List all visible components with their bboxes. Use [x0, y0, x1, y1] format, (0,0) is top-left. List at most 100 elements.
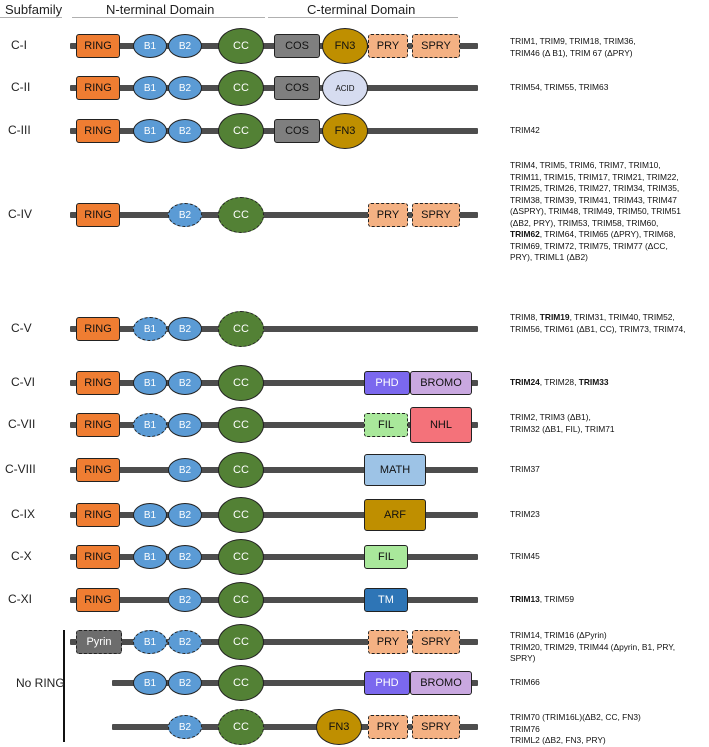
trim-members: TRIM24, TRIM28, TRIM33 — [510, 377, 609, 387]
domain-b1-box: B1 — [133, 503, 167, 527]
subfamily-label: C-IV — [8, 207, 32, 221]
subfamily-label: C-V — [11, 321, 32, 335]
trim-members: TRIM70 (TRIM16L)(ΔB2, CC, FN3) TRIM76 TR… — [510, 712, 641, 745]
no-ring-label: No RING — [16, 676, 65, 690]
domain-cos: COS — [274, 34, 320, 58]
domain-coiled-coil: CC — [218, 497, 264, 533]
domain-ring: RING — [76, 119, 120, 143]
subfamily-label: C-III — [8, 123, 31, 137]
domain-tm: TM — [364, 588, 408, 612]
trim-members: TRIM37 — [510, 464, 540, 474]
trim-members: TRIM13, TRIM59 — [510, 594, 575, 604]
subfamily-label: C-X — [11, 549, 32, 563]
domain-b2-box: B2 — [168, 458, 202, 482]
header-underline-subfamily — [0, 17, 62, 18]
domain-b1-box: B1 — [133, 76, 167, 100]
domain-ring: RING — [76, 317, 120, 341]
domain-pyrin: Pyrin — [76, 630, 122, 654]
domain-b2-box: B2 — [168, 503, 202, 527]
domain-pry: PRY — [368, 203, 408, 227]
domain-b1-box: B1 — [133, 630, 167, 654]
trim-members: TRIM4, TRIM5, TRIM6, TRIM7, TRIM10, TRIM… — [510, 160, 681, 262]
domain-nhl: NHL — [410, 407, 472, 443]
domain-fn3: FN3 — [316, 709, 362, 745]
trim-members: TRIM42 — [510, 125, 540, 135]
domain-spry: SPRY — [412, 203, 460, 227]
domain-phd: PHD — [364, 371, 410, 395]
domain-coiled-coil: CC — [218, 539, 264, 575]
domain-coiled-coil: CC — [218, 70, 264, 106]
domain-b2-box: B2 — [168, 34, 202, 58]
domain-pry: PRY — [368, 630, 408, 654]
domain-phd: PHD — [364, 671, 410, 695]
domain-fil: FIL — [364, 545, 408, 569]
domain-coiled-coil: CC — [218, 624, 264, 660]
subfamily-label: C-IX — [11, 507, 35, 521]
domain-b2-box: B2 — [168, 203, 202, 227]
domain-pry: PRY — [368, 715, 408, 739]
trim-members: TRIM54, TRIM55, TRIM63 — [510, 82, 609, 92]
domain-coiled-coil: CC — [218, 113, 264, 149]
protein-backbone — [70, 597, 478, 603]
domain-ring: RING — [76, 34, 120, 58]
domain-b1-box: B1 — [133, 371, 167, 395]
subfamily-label: C-VIII — [5, 462, 36, 476]
trim-members: TRIM23 — [510, 509, 540, 519]
domain-ring: RING — [76, 458, 120, 482]
domain-pry: PRY — [368, 34, 408, 58]
domain-spry: SPRY — [412, 630, 460, 654]
domain-ring: RING — [76, 371, 120, 395]
domain-b2-box: B2 — [168, 371, 202, 395]
domain-cos: COS — [274, 119, 320, 143]
no-ring-bracket-line — [63, 630, 65, 742]
protein-backbone — [112, 680, 478, 686]
subfamily-label: C-VI — [11, 375, 35, 389]
domain-b2-box: B2 — [168, 317, 202, 341]
domain-b1-box: B1 — [133, 119, 167, 143]
trim-members: TRIM1, TRIM9, TRIM18, TRIM36, TRIM46 (Δ … — [510, 36, 636, 58]
domain-coiled-coil: CC — [218, 365, 264, 401]
domain-b1-box: B1 — [133, 671, 167, 695]
domain-fn3: FN3 — [322, 113, 368, 149]
protein-backbone — [70, 512, 478, 518]
domain-fn3: FN3 — [322, 28, 368, 64]
subfamily-label: C-XI — [8, 592, 32, 606]
domain-b1-box: B1 — [133, 317, 167, 341]
subfamily-label: C-I — [11, 38, 27, 52]
domain-coiled-coil: CC — [218, 197, 264, 233]
protein-backbone — [70, 554, 478, 560]
trim-members: TRIM8, TRIM19, TRIM31, TRIM40, TRIM52, T… — [510, 312, 686, 334]
protein-backbone — [70, 326, 478, 332]
protein-backbone — [70, 639, 478, 645]
domain-ring: RING — [76, 76, 120, 100]
subfamily-label: C-VII — [8, 417, 36, 431]
header-subfamily: Subfamily — [5, 2, 63, 17]
header-underline-n-terminal — [72, 17, 265, 18]
protein-backbone — [70, 380, 478, 386]
domain-b1-box: B1 — [133, 34, 167, 58]
protein-backbone — [70, 467, 478, 473]
trim-members: TRIM66 — [510, 677, 540, 687]
domain-bromo: BROMO — [410, 371, 472, 395]
domain-coiled-coil: CC — [218, 582, 264, 618]
domain-coiled-coil: CC — [218, 452, 264, 488]
domain-math: MATH — [364, 454, 426, 486]
domain-ring: RING — [76, 413, 120, 437]
domain-coiled-coil: CC — [218, 709, 264, 745]
domain-b2-box: B2 — [168, 588, 202, 612]
domain-b1-box: B1 — [133, 545, 167, 569]
domain-ring: RING — [76, 545, 120, 569]
domain-acid: ACID — [322, 70, 368, 106]
domain-b2-box: B2 — [168, 671, 202, 695]
domain-bromo: BROMO — [410, 671, 472, 695]
domain-b2-box: B2 — [168, 630, 202, 654]
domain-arf: ARF — [364, 499, 426, 531]
domain-coiled-coil: CC — [218, 665, 264, 701]
protein-backbone — [70, 212, 478, 218]
trim-members: TRIM2, TRIM3 (ΔB1), TRIM32 (ΔB1, FIL), T… — [510, 412, 615, 434]
domain-b2-box: B2 — [168, 413, 202, 437]
domain-ring: RING — [76, 588, 120, 612]
domain-b2-box: B2 — [168, 119, 202, 143]
domain-ring: RING — [76, 503, 120, 527]
header-n-terminal: N-terminal Domain — [106, 2, 215, 17]
